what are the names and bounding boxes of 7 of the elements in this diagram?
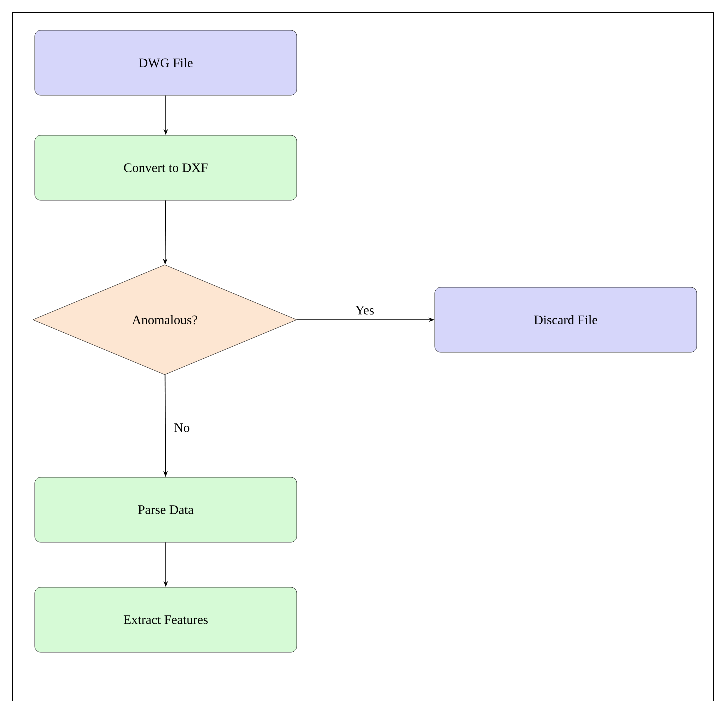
edge-label: No (174, 424, 190, 432)
process-box: DWG File (34, 30, 298, 96)
process-box: Convert to DXF (34, 135, 298, 201)
process-box: Extract Features (34, 587, 298, 653)
process-box: Parse Data (34, 477, 298, 543)
edge-label: Yes (356, 306, 374, 315)
process-box: Discard File (434, 287, 698, 353)
